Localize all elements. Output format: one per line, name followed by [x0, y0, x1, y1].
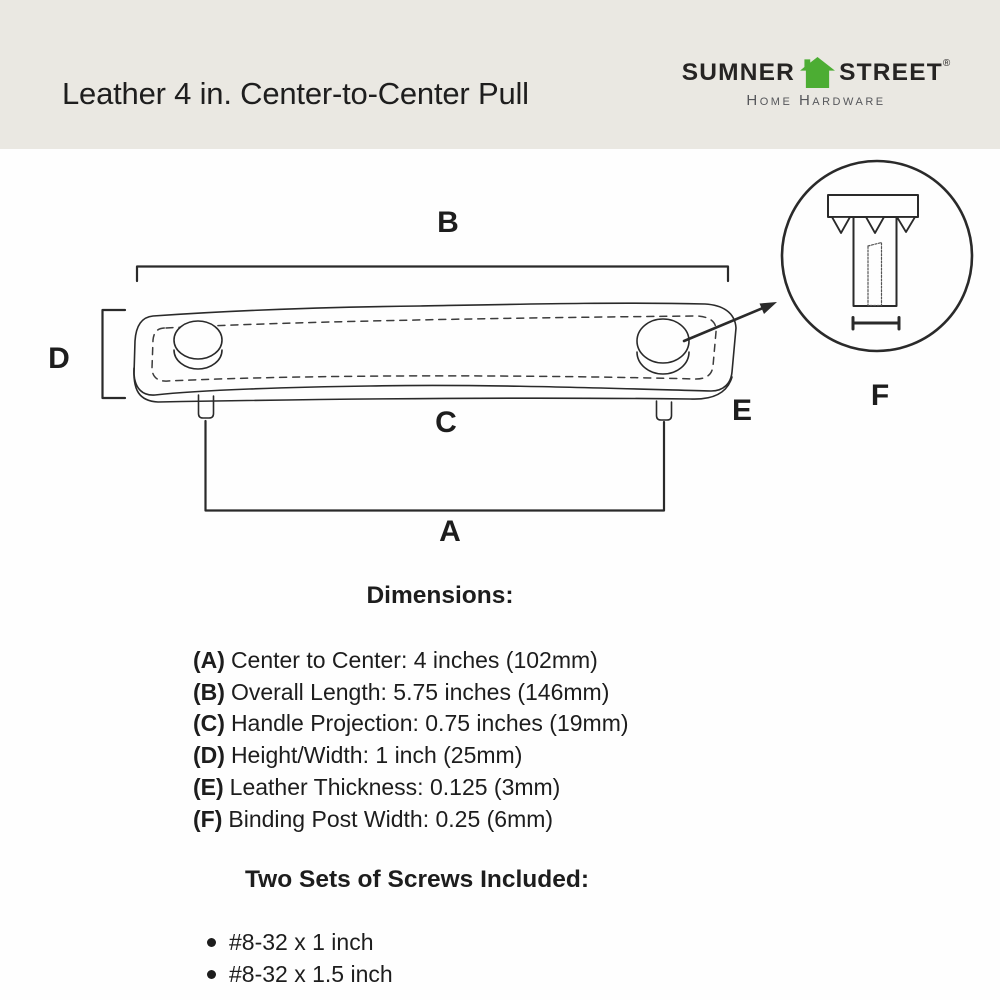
- dimensions-list: (A)Center to Center: 4 inches (102mm) (B…: [193, 645, 629, 835]
- dimension-item-f: (F)Binding Post Width: 0.25 (6mm): [193, 804, 629, 836]
- right-screw-stud: [655, 400, 673, 421]
- registered-mark: ®: [942, 58, 951, 69]
- bullet-icon: [207, 970, 216, 979]
- detail-arrow-line: [682, 306, 765, 343]
- dimension-text-b: Overall Length: 5.75 inches (146mm): [230, 678, 610, 705]
- pull-thickness-edge: [133, 367, 733, 403]
- screws-heading: Two Sets of Screws Included:: [245, 866, 589, 893]
- label-a: A: [439, 515, 461, 548]
- dimension-key-a: (A): [193, 647, 225, 673]
- left-binding-post-top: [173, 320, 223, 360]
- label-f: F: [871, 379, 889, 412]
- stitch-line: [151, 315, 717, 382]
- dimension-text-d: Height/Width: 1 inch (25mm): [230, 742, 523, 769]
- right-binding-post-top: [636, 318, 690, 364]
- post-width-measure-bar: [851, 316, 901, 331]
- brand-word-sumner: SUMNER: [681, 59, 796, 87]
- post-detail-thread-hole: [867, 241, 883, 307]
- house-icon: [800, 57, 835, 88]
- post-detail-tooth-left: [831, 216, 851, 234]
- left-screw-stud: [197, 394, 215, 419]
- brand-word-street: STREET: [839, 59, 943, 87]
- dimension-line-b: [135, 265, 730, 283]
- pull-body-outline: [133, 302, 737, 396]
- left-binding-post-side: [173, 349, 223, 370]
- dimension-text-a: Center to Center: 4 inches (102mm): [230, 647, 598, 673]
- label-d: D: [48, 342, 70, 375]
- post-detail-tooth-right: [896, 216, 916, 233]
- detail-arrow-head: [759, 302, 777, 314]
- bullet-icon: [207, 938, 216, 947]
- post-detail-tooth-middle: [865, 216, 885, 234]
- dimension-text-e: Leather Thickness: 0.125 (3mm): [229, 773, 561, 800]
- dimension-item-a: (A)Center to Center: 4 inches (102mm): [193, 645, 629, 677]
- label-e: E: [732, 394, 752, 427]
- dimensions-heading: Dimensions:: [366, 582, 514, 609]
- post-detail-cap: [827, 194, 919, 218]
- header-band: [0, 0, 1000, 149]
- screw-item-1: #8-32 x 1 inch: [207, 929, 373, 956]
- dimension-item-d: (D)Height/Width: 1 inch (25mm): [193, 740, 629, 772]
- screw-item-2: #8-32 x 1.5 inch: [207, 961, 393, 988]
- brand-logo: SUMNER STREET ® Home Hardware: [681, 57, 951, 108]
- dimension-item-e: (E)Leather Thickness: 0.125 (3mm): [193, 772, 629, 804]
- dimension-text-c: Handle Projection: 0.75 inches (19mm): [230, 710, 629, 737]
- page-title: Leather 4 in. Center-to-Center Pull: [62, 76, 529, 111]
- dimension-key-b: (B): [193, 678, 225, 705]
- label-b: B: [437, 206, 459, 239]
- dimension-line-a: [204, 419, 666, 512]
- screw-item-1-text: #8-32 x 1 inch: [229, 929, 374, 955]
- dimension-item-c: (C)Handle Projection: 0.75 inches (19mm): [193, 708, 629, 740]
- brand-subtitle: Home Hardware: [746, 92, 886, 109]
- dimension-key-f: (F): [193, 805, 223, 832]
- right-binding-post-side: [636, 351, 690, 375]
- dimension-key-c: (C): [193, 710, 225, 737]
- dimension-key-e: (E): [193, 773, 224, 800]
- dimension-line-d: [101, 308, 127, 400]
- screw-item-2-text: #8-32 x 1.5 inch: [229, 961, 393, 987]
- dimension-key-d: (D): [193, 742, 225, 769]
- brand-logo-row: SUMNER STREET ®: [681, 57, 951, 90]
- dimension-item-b: (B)Overall Length: 5.75 inches (146mm): [193, 677, 629, 709]
- dimension-text-f: Binding Post Width: 0.25 (6mm): [228, 805, 554, 832]
- label-c: C: [435, 406, 457, 439]
